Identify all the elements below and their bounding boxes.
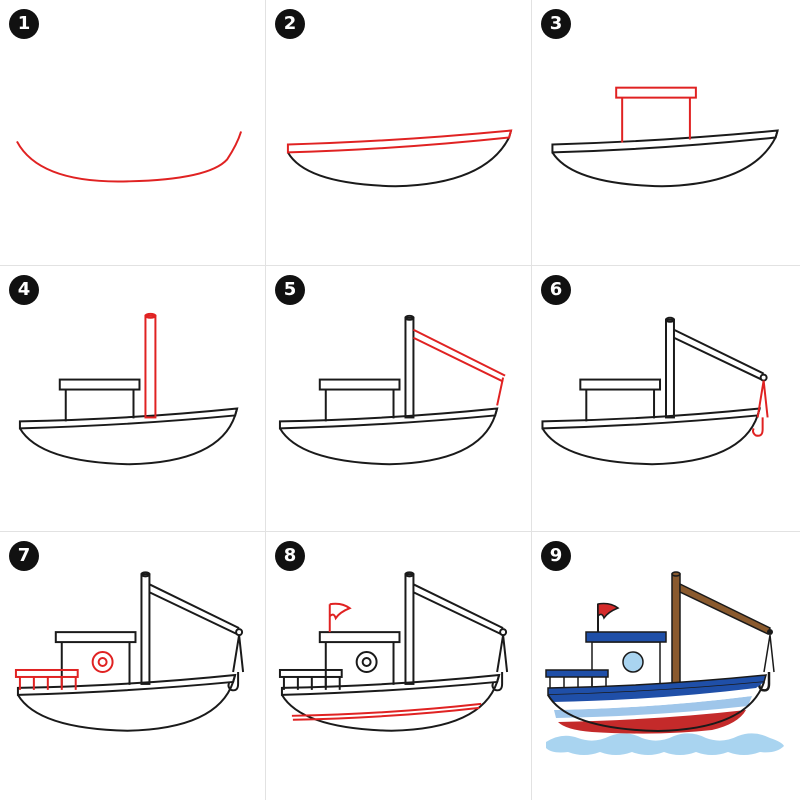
mast [665,316,675,419]
hook-icon [752,380,769,437]
hull-stripe-light [554,696,752,718]
step-7-panel: 7 [0,532,266,800]
hull-stripe-white [552,688,756,710]
hull-body [279,408,499,466]
hull-top-rim [18,407,239,430]
step-3-panel: 3 [532,0,800,266]
flag-icon [597,602,620,620]
crane-boom [673,328,768,382]
hull-top-rim [280,673,501,696]
crane-boom [412,328,506,406]
hull-top-rim [551,129,779,154]
cabin [615,86,697,143]
step-1-drawing [16,131,243,183]
mast [404,571,415,685]
mast [144,312,157,419]
hull-body [19,408,239,466]
step-8-drawing [278,571,509,732]
mast [404,314,415,419]
hull-bottom-curve [16,131,243,183]
step-9-drawing [545,571,784,755]
step-5-drawing [278,314,506,466]
hull-body [17,674,237,732]
flag-icon [328,602,352,633]
step-4-panel: 4 [0,266,266,532]
step-number-badge: 9 [541,541,571,571]
deck-railing [545,669,609,690]
hull-body [287,130,513,188]
hull-outline [547,681,765,733]
hull-stripe [291,702,482,721]
crane-boom [148,583,245,673]
step-3-drawing [551,86,779,188]
step-2-drawing [286,129,513,188]
mast [140,571,151,685]
cabin [318,631,401,688]
step-number-badge: 5 [275,275,305,305]
step-number-badge: 8 [275,541,305,571]
step-4-drawing [18,312,239,466]
deck-railing [14,668,79,690]
step-6-panel: 6 [532,266,800,532]
step-8-panel: 8 [266,532,532,800]
crane-boom [413,583,509,673]
mast [671,573,681,685]
step-number-badge: 7 [9,541,39,571]
hook-icon [491,671,504,692]
step-number-badge: 1 [9,9,39,39]
hull-top-rim [16,673,237,696]
step-9-panel: 9 [532,532,800,800]
hull-top-rim [541,407,762,430]
step-number-badge: 3 [541,9,571,39]
hook-icon [227,671,240,692]
step-7-drawing [14,571,245,732]
step-5-panel: 5 [266,266,532,532]
cabin [58,378,141,422]
deck-railing [278,668,343,690]
step-number-badge: 4 [9,275,39,305]
step-6-drawing [541,316,769,466]
cabin-roof [585,631,667,643]
step-number-badge: 6 [541,275,571,305]
hull-body [281,674,501,732]
cabin [318,378,401,422]
water-waves [546,733,784,755]
hull-top-rim [286,129,513,154]
hull-body [541,408,761,466]
hull-body [551,130,779,188]
porthole [622,651,644,673]
crane-boom [679,582,771,636]
porthole [91,651,114,673]
step-1-panel: 1 [0,0,266,266]
step-2-panel: 2 [266,0,532,266]
step-number-badge: 2 [275,9,305,39]
hull-top-rim [278,407,499,430]
cabin [54,631,137,688]
cabin [579,378,662,422]
hull-body-blue [548,682,764,702]
